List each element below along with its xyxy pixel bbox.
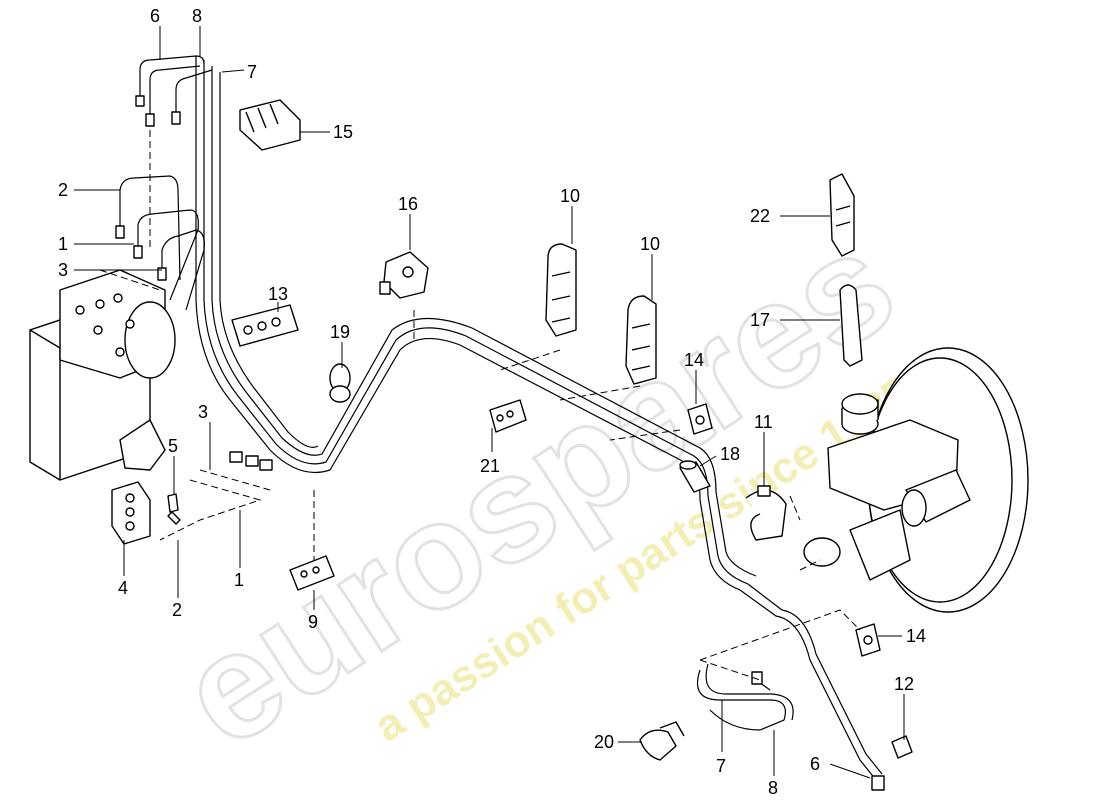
pipe-clip-15 bbox=[239, 99, 301, 151]
callout-3-left: 3 bbox=[58, 260, 68, 280]
callout-2-bottom: 2 bbox=[172, 600, 182, 620]
grommet-17 bbox=[839, 284, 863, 367]
master-cylinder bbox=[803, 469, 971, 581]
clip-20 bbox=[639, 721, 685, 761]
callout-4: 4 bbox=[118, 578, 128, 598]
callout-22: 22 bbox=[750, 206, 770, 226]
pipe-clip-13 bbox=[231, 304, 299, 347]
callout-2-left: 2 bbox=[58, 180, 68, 200]
callout-1-left: 1 bbox=[58, 234, 68, 254]
pipe-union-3 bbox=[229, 451, 273, 471]
callout-5: 5 bbox=[168, 436, 178, 456]
callout-6-top: 6 bbox=[150, 6, 160, 26]
clip-12 bbox=[891, 735, 913, 759]
pipe-clip-14-right bbox=[855, 623, 881, 657]
callout-21: 21 bbox=[480, 456, 500, 476]
hose-sleeve-18 bbox=[679, 460, 711, 493]
callout-3-mid: 3 bbox=[198, 402, 208, 422]
callout-8-bottom: 8 bbox=[768, 778, 778, 798]
brake-line-fittings-left bbox=[115, 175, 205, 311]
callout-8-top: 8 bbox=[192, 6, 202, 26]
callout-19: 19 bbox=[330, 322, 350, 342]
brake-line-fittings-top bbox=[135, 55, 757, 591]
callout-16: 16 bbox=[398, 194, 418, 214]
callout-6-bottom: 6 bbox=[810, 754, 820, 774]
callout-20: 20 bbox=[594, 732, 614, 752]
pipe-clip-14-top bbox=[687, 403, 713, 435]
callout-15: 15 bbox=[333, 122, 353, 142]
callout-10-b: 10 bbox=[640, 234, 660, 254]
callout-14-right: 14 bbox=[906, 626, 926, 646]
brake-line-bottom-loops bbox=[696, 663, 794, 731]
pipe-clip-21 bbox=[489, 399, 527, 433]
callout-7-bottom: 7 bbox=[716, 756, 726, 776]
abs-hydraulic-unit bbox=[29, 269, 176, 481]
pipe-clip-19 bbox=[329, 363, 351, 403]
callout-17: 17 bbox=[750, 310, 770, 330]
pipe-clip-10b bbox=[625, 295, 657, 385]
clip-22 bbox=[829, 173, 855, 257]
callout-leaders bbox=[74, 26, 905, 779]
callouts: 6 8 7 15 2 1 3 13 19 16 10 10 22 17 14 1… bbox=[58, 6, 926, 798]
callout-1-bottom: 1 bbox=[234, 570, 244, 590]
mounting-bracket-4 bbox=[111, 481, 151, 545]
brake-line-right bbox=[739, 583, 885, 791]
callout-14-top: 14 bbox=[684, 350, 704, 370]
bolt-5 bbox=[167, 493, 181, 525]
callout-9: 9 bbox=[308, 612, 318, 632]
pipe-clip-10a bbox=[545, 243, 577, 337]
brake-connector-16 bbox=[379, 251, 429, 299]
clamp-11 bbox=[745, 485, 787, 541]
callout-10-a: 10 bbox=[560, 186, 580, 206]
callout-7-top: 7 bbox=[247, 62, 257, 82]
callout-13: 13 bbox=[268, 284, 288, 304]
callout-11: 11 bbox=[754, 412, 773, 432]
pipe-clip-9 bbox=[289, 555, 335, 591]
callout-12: 12 bbox=[894, 674, 914, 694]
callout-18: 18 bbox=[720, 444, 740, 464]
assembly-lines bbox=[99, 130, 861, 681]
